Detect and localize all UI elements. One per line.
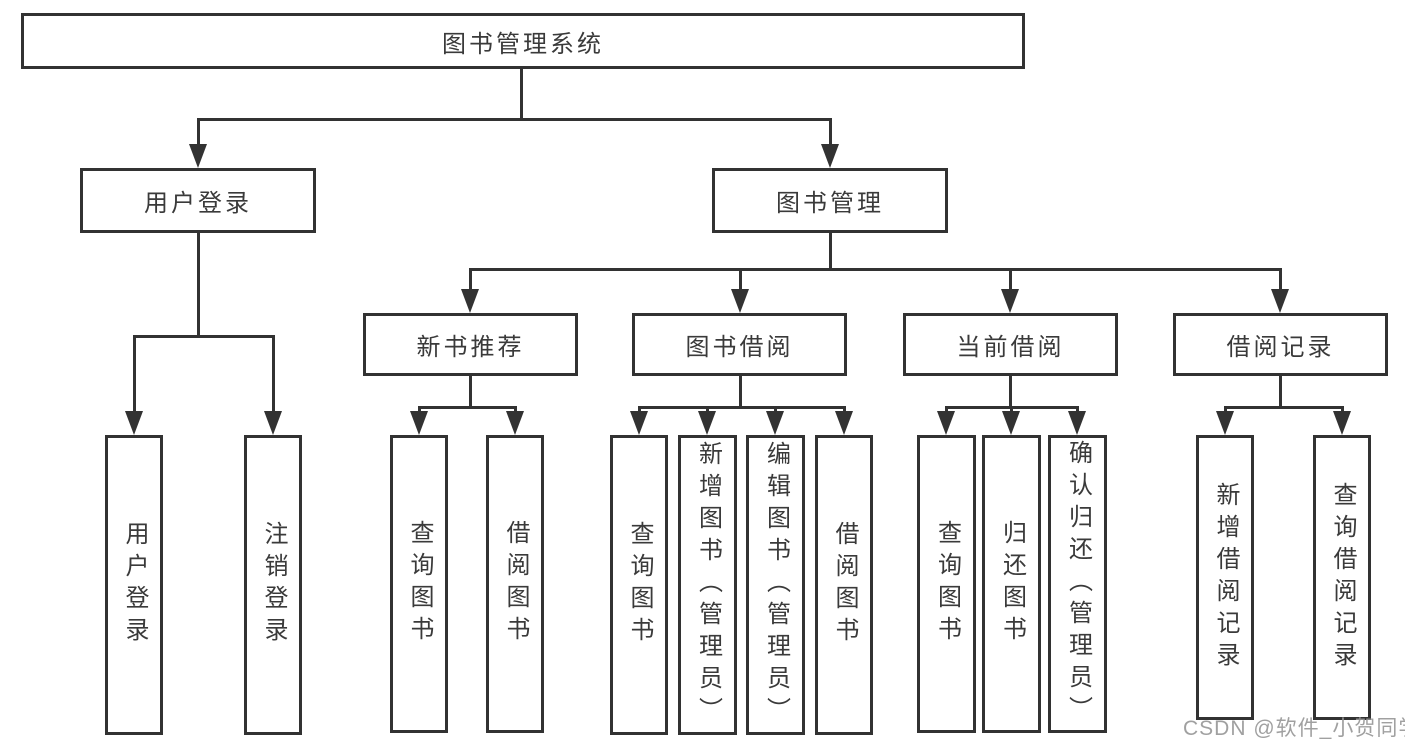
connector-stem [520,68,523,120]
arrowhead-down [1333,411,1351,435]
connector-branch [1224,406,1344,409]
leaf-label: 编辑图书（管理员） [762,441,790,729]
arrowhead-down [821,144,839,168]
leaf-query-books-borrowing: 查询图书 [610,435,668,735]
connector-drop [1341,406,1344,414]
connector-drop [1279,270,1282,292]
node-label: 图书管理系统 [442,30,604,58]
leaf-query-books-current: 查询图书 [917,435,976,733]
arrowhead-down [264,411,282,435]
connector-stem [739,375,742,408]
leaf-return-books: 归还图书 [982,435,1041,733]
leaf-borrow-books-borrowing: 借阅图书 [815,435,873,735]
node-label: 新书推荐 [416,334,525,361]
node-label: 借阅记录 [1226,334,1335,361]
node-book-management: 图书管理 [712,168,948,233]
connector-drop [774,406,777,414]
node-new-book-recommendation: 新书推荐 [363,313,578,376]
arrowhead-down [410,411,428,435]
connector-drop [1009,270,1012,292]
arrowhead-down [125,411,143,435]
connector-drop [469,270,472,292]
leaf-label: 查询图书 [933,520,961,648]
arrowhead-down [461,289,479,313]
node-user-login: 用户登录 [80,168,316,233]
connector-drop [843,406,846,414]
leaf-borrow-books-recommend: 借阅图书 [486,435,544,733]
connector-drop [133,337,136,414]
node-label: 图书借阅 [685,334,794,361]
leaf-query-books-recommend: 查询图书 [390,435,448,733]
node-library-management-system: 图书管理系统 [21,13,1025,69]
connector-drop [739,270,742,292]
leaf-add-books-admin: 新增图书（管理员） [678,435,737,735]
node-label: 当前借阅 [956,334,1065,361]
connector-drop [514,406,517,414]
leaf-query-borrow-record: 查询借阅记录 [1313,435,1371,720]
node-book-borrowing: 图书借阅 [632,313,847,376]
leaf-label: 归还图书 [998,520,1026,648]
leaf-add-borrow-record: 新增借阅记录 [1196,435,1254,720]
connector-drop [418,406,421,414]
connector-drop [1224,406,1227,414]
connector-stem [829,232,832,269]
csdn-watermark: CSDN @软件_小贺同学 [1183,717,1405,740]
arrowhead-down [731,289,749,313]
arrowhead-down [698,411,716,435]
arrowhead-down [1271,289,1289,313]
leaf-label: 新增借阅记录 [1212,481,1239,674]
connector-drop [1076,406,1079,414]
leaf-label: 用户登录 [121,521,148,649]
arrowhead-down [630,411,648,435]
connector-drop [829,120,832,148]
leaf-label: 借阅图书 [831,521,858,649]
arrowhead-down [1068,411,1086,435]
connector-drop [706,406,709,414]
leaf-label: 查询图书 [626,521,653,649]
connector-drop [197,120,200,148]
node-borrowing-records: 借阅记录 [1173,313,1388,376]
arrowhead-down [1001,289,1019,313]
leaf-label: 借阅图书 [502,520,529,648]
leaf-label: 查询图书 [406,520,433,648]
leaf-label: 注销登录 [260,521,287,649]
connector-branch [197,118,832,121]
connector-drop [1010,406,1013,414]
leaf-label: 新增图书（管理员） [694,441,722,729]
node-current-borrowing: 当前借阅 [903,313,1118,376]
connector-branch [469,268,1282,271]
connector-stem [1009,375,1012,408]
arrowhead-down [189,144,207,168]
connector-branch [133,335,275,338]
arrowhead-down [937,411,955,435]
arrowhead-down [1002,411,1020,435]
leaf-confirm-return-admin: 确认归还（管理员） [1048,435,1107,733]
connector-stem [197,232,200,336]
connector-drop [272,337,275,414]
leaf-label: 确认归还（管理员） [1064,440,1092,728]
arrowhead-down [1216,411,1234,435]
node-label: 用户登录 [144,190,252,217]
leaf-logout: 注销登录 [244,435,302,735]
connector-drop [945,406,948,414]
leaf-user-login: 用户登录 [105,435,163,735]
connector-branch [638,406,846,409]
connector-stem [469,375,472,408]
leaf-label: 查询借阅记录 [1329,481,1356,674]
arrowhead-down [506,411,524,435]
node-label: 图书管理 [776,190,884,217]
arrowhead-down [766,411,784,435]
connector-drop [638,406,641,414]
arrowhead-down [835,411,853,435]
leaf-edit-books-admin: 编辑图书（管理员） [746,435,805,735]
connector-branch [418,406,517,409]
connector-stem [1279,375,1282,408]
